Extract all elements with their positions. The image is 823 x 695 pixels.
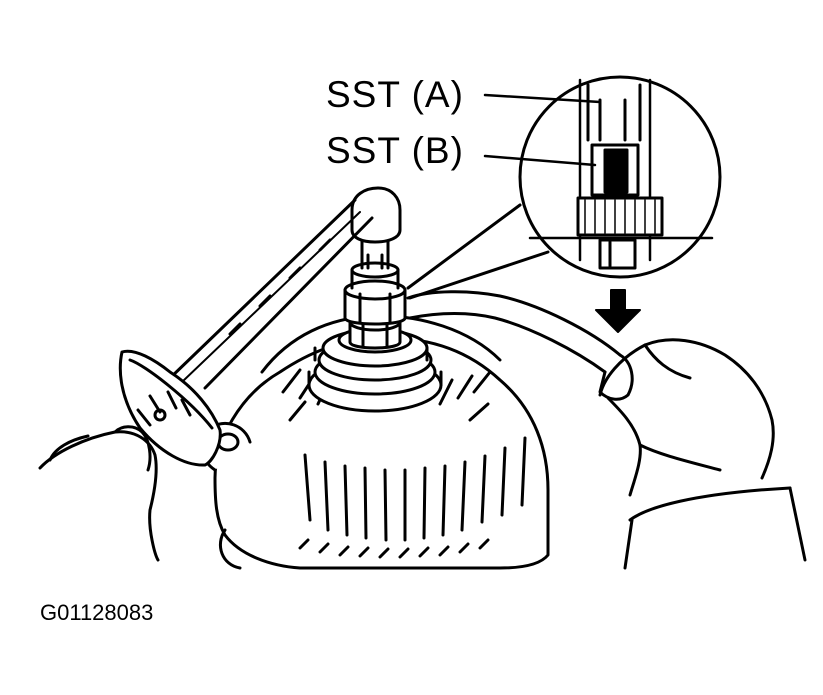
callout-sst-a: SST (A) [326, 74, 464, 115]
leader-line-sst-b [483, 154, 597, 167]
left-hand-icon [38, 425, 160, 562]
right-hand-icon [598, 338, 807, 570]
leader-line-sst-a [483, 93, 602, 104]
magnifier-inset-icon [406, 75, 722, 300]
torque-wrench-icon [118, 186, 402, 467]
leader-lines [483, 93, 602, 167]
down-arrow-icon [595, 289, 641, 333]
callout-sst-b: SST (B) [326, 130, 464, 171]
figure-code: G01128083 [40, 600, 154, 625]
ring-wrench-icon [406, 290, 634, 401]
